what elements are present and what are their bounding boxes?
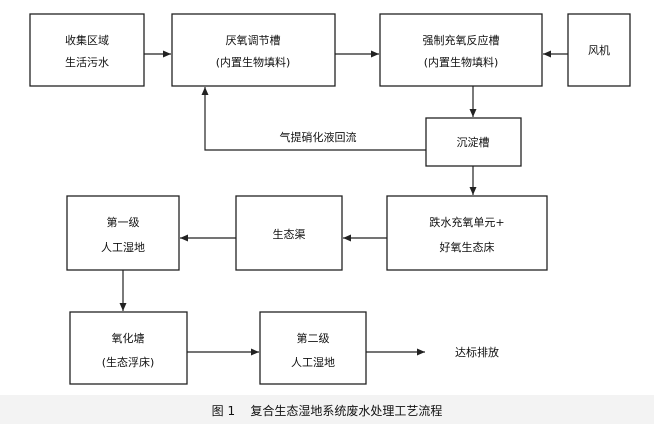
process-flow-diagram: 收集区域 生活污水 厌氧调节槽 (内置生物填料) 强制充氧反应槽 (内置生物填料…: [29, 13, 631, 385]
node-wetland2-line2: 人工湿地: [291, 356, 335, 369]
node-blower: 风机: [567, 13, 631, 87]
node-forced-aeration-tank: 强制充氧反应槽 (内置生物填料): [379, 13, 543, 87]
node-cascade-line1: 跌水充氧单元+: [429, 215, 504, 229]
figure-title: 复合生态湿地系统废水处理工艺流程: [250, 404, 443, 418]
node-wetland1-line2: 人工湿地: [101, 241, 145, 254]
node-aeration-line2: (内置生物填料): [424, 55, 499, 69]
node-wetland-stage-2: 第二级 人工湿地: [259, 311, 367, 385]
node-oxidation-pond: 氧化塘 (生态浮床): [69, 311, 188, 385]
label-recirculation: 气提硝化液回流: [280, 130, 357, 144]
node-oxidation-line1: 氧化塘: [112, 331, 145, 345]
caption-band: [0, 395, 654, 424]
node-collection-line2: 生活污水: [65, 55, 109, 69]
node-settling-tank: 沉淀槽: [425, 117, 522, 167]
node-anoxic-regulating-tank: 厌氧调节槽 (内置生物填料): [171, 13, 336, 87]
node-wetland1-line1: 第一级: [107, 215, 140, 229]
node-aeration-line1: 强制充氧反应槽: [423, 33, 500, 47]
node-anoxic-line1: 厌氧调节槽: [226, 33, 281, 47]
node-oxidation-line2: (生态浮床): [102, 355, 155, 369]
node-eco-ditch-label: 生态渠: [273, 227, 306, 241]
figure-number: 图 1: [211, 404, 236, 418]
node-anoxic-line2: (内置生物填料): [216, 55, 291, 69]
arrow-recirculation-return: [201, 87, 426, 151]
figure-caption: 图 1 复合生态湿地系统废水处理工艺流程: [0, 402, 654, 419]
label-discharge: 达标排放: [455, 345, 499, 359]
node-blower-label: 风机: [588, 43, 610, 57]
node-wetland-stage-1: 第一级 人工湿地: [66, 195, 180, 271]
node-cascade-line2: 好氧生态床: [440, 240, 495, 254]
node-wetland2-line1: 第二级: [297, 331, 330, 345]
node-cascade-aeration-unit: 跌水充氧单元+ 好氧生态床: [386, 195, 548, 271]
node-collection-area: 收集区域 生活污水: [29, 13, 145, 87]
node-collection-line1: 收集区域: [65, 33, 109, 47]
node-eco-ditch: 生态渠: [235, 195, 343, 271]
node-settling-label: 沉淀槽: [457, 135, 490, 149]
